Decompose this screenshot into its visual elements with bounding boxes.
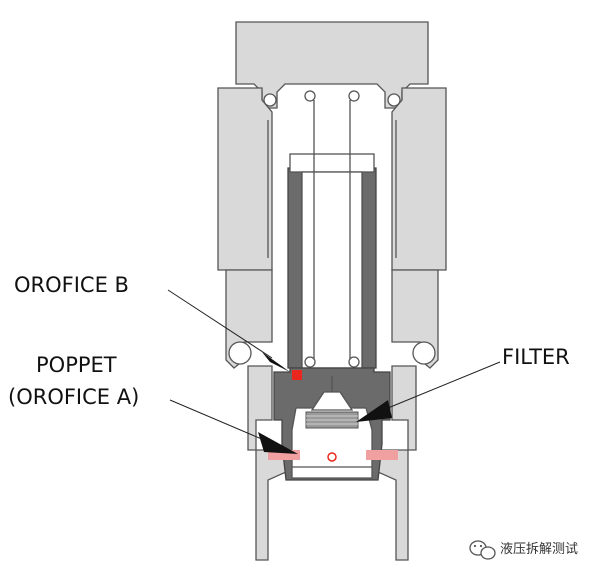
o-ring-top-right	[387, 93, 401, 107]
housing-left-wall	[217, 87, 287, 561]
orifice-b-label: OROFICE B	[14, 273, 129, 297]
orifice-a-left-marker	[268, 450, 300, 460]
top-cap	[235, 21, 429, 109]
filter-leader	[387, 361, 501, 409]
watermark-text: 液压拆解测试	[500, 542, 578, 557]
o-ring-mid-right	[412, 341, 436, 365]
orifice-a-right-marker	[366, 450, 398, 460]
center-hole	[327, 452, 337, 462]
spring-coil-top-right	[348, 90, 360, 102]
poppet	[268, 367, 398, 481]
o-rings	[228, 93, 436, 365]
spring-chamber	[287, 90, 377, 369]
poppet-leader	[169, 399, 265, 441]
wechat-icon	[469, 540, 496, 560]
housing-right-wall	[377, 87, 447, 561]
spring-coil-top-left	[304, 90, 316, 102]
filter-label: FILTER	[502, 345, 570, 369]
orifice-a-label: (OROFICE A)	[8, 385, 139, 409]
spring-coil-bottom-right	[348, 356, 360, 368]
o-ring-mid-left	[228, 341, 252, 365]
watermark: 液压拆解测试	[469, 540, 578, 560]
poppet-label: POPPET	[36, 353, 117, 377]
orifice-b-marker	[292, 370, 302, 380]
callout-leaders	[167, 289, 501, 454]
spring-coil-bottom-left	[304, 356, 316, 368]
o-ring-top-left	[263, 93, 277, 107]
filter-arrowhead	[356, 400, 392, 422]
orifice-b-leader	[167, 289, 273, 359]
poppet-arrowhead	[258, 432, 298, 454]
orifice-b-arrowhead	[262, 352, 290, 372]
